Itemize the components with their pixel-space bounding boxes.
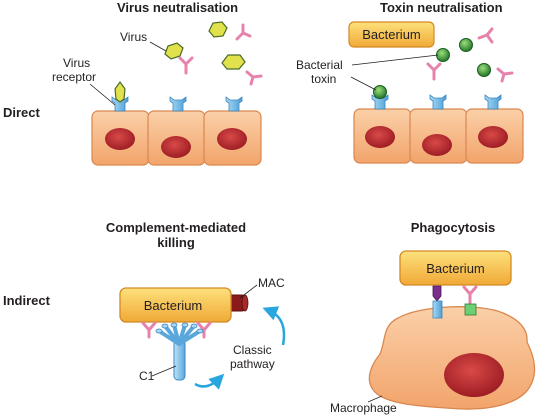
receptor-icon [371, 94, 389, 110]
complement-fragment-icon [432, 285, 442, 302]
pathway-arrow-icon [194, 373, 225, 390]
epithelial-cells-virus [91, 110, 262, 166]
toxin-icon [436, 48, 450, 62]
virus-panel-title: Virus neutralisation [117, 0, 238, 15]
complement-bacterium-label: Bacterium [144, 298, 203, 313]
virus-receptor-label-line2: receptor [52, 70, 96, 84]
macrophage-leader-line [367, 395, 383, 403]
complement-title-line2: killing [157, 235, 195, 250]
virus-receptor-icon [169, 96, 187, 112]
antibody-icon [245, 70, 263, 86]
cell-nucleus [365, 126, 395, 148]
toxin-leader-line [351, 54, 439, 66]
macrophage-shape [368, 306, 536, 410]
antibody-icon [141, 321, 157, 339]
epithelial-cells-toxin [353, 108, 524, 164]
antibody-icon [426, 62, 442, 81]
mac-label: MAC [258, 276, 285, 290]
toxin-icon [373, 85, 387, 99]
c1-leader-line [151, 365, 177, 377]
virus-leader-line [149, 41, 167, 52]
phagocytosis-title: Phagocytosis [411, 220, 496, 235]
pathway-label-line1: Classic [233, 343, 272, 357]
cell-nucleus [161, 136, 191, 158]
receptor-leader-line [89, 83, 116, 106]
virus-label: Virus [120, 30, 147, 44]
bacterial-toxins [373, 38, 491, 99]
cell-nucleus [217, 128, 247, 150]
phagocytosis-bacterium-label: Bacterium [426, 261, 485, 276]
receptor-icon [484, 94, 502, 110]
virus-icon [164, 42, 184, 60]
toxin-antibodies [426, 27, 514, 83]
antibody-icon [496, 67, 514, 83]
mac-leader-line [239, 284, 258, 299]
cell-nucleus [422, 134, 452, 156]
antibody-icon [477, 27, 494, 44]
toxin-icon [477, 63, 491, 77]
antibody-icon [178, 56, 194, 75]
c1-complex-icon [155, 322, 204, 381]
toxin-leader-line [350, 76, 377, 91]
toxin-bacterium-label: Bacterium [362, 27, 421, 42]
pathway-label-line2: pathway [230, 357, 275, 371]
virus-receptor-icon [111, 96, 129, 112]
row-label-direct: Direct [3, 105, 41, 120]
complement-title-line1: Complement-mediated [106, 220, 246, 235]
cell-nucleus [478, 126, 508, 148]
virus-receptor-label-line1: Virus [63, 56, 90, 70]
free-viruses [164, 21, 246, 70]
toxin-panel-title: Toxin neutralisation [380, 0, 503, 15]
toxin-label-line2: toxin [311, 72, 336, 86]
virus-neutralisation-panel: Virus neutralisation [52, 0, 263, 166]
bound-virus-icon [114, 80, 126, 103]
toxin-neutralisation-panel: Toxin neutralisation Bacterium [296, 0, 524, 164]
bacterium-shape [348, 21, 435, 48]
toxin-receptors [371, 94, 502, 110]
c1-label: C1 [139, 369, 155, 383]
virus-receptors [111, 96, 243, 112]
antibody-icon [235, 23, 252, 41]
phagocytosis-panel: Phagocytosis Bacterium Macrophage [330, 220, 536, 415]
macrophage-nucleus [444, 353, 504, 397]
mac-pore-icon [241, 294, 249, 312]
virus-antibodies [178, 23, 263, 86]
bacterium-shape [399, 250, 512, 286]
complement-killing-panel: Complement-mediated killing Bacterium [106, 220, 286, 390]
virus-icon [208, 21, 228, 38]
toxin-label-line1: Bacterial [296, 58, 343, 72]
toxin-icon [459, 38, 473, 52]
macrophage-label: Macrophage [330, 401, 397, 415]
antibody-icon [462, 285, 478, 305]
bacterium-shape [119, 287, 232, 323]
virus-receptor-icon [225, 96, 243, 112]
antibody-icon [196, 321, 212, 339]
receptor-icon [429, 94, 447, 110]
row-label-indirect: Indirect [3, 293, 51, 308]
pathway-arrow-icon [262, 306, 286, 346]
complement-antibodies [141, 321, 212, 339]
cell-nucleus [105, 128, 135, 150]
virus-icon [221, 54, 246, 70]
receptor-icon [432, 300, 443, 319]
fc-receptor-icon [464, 303, 477, 316]
